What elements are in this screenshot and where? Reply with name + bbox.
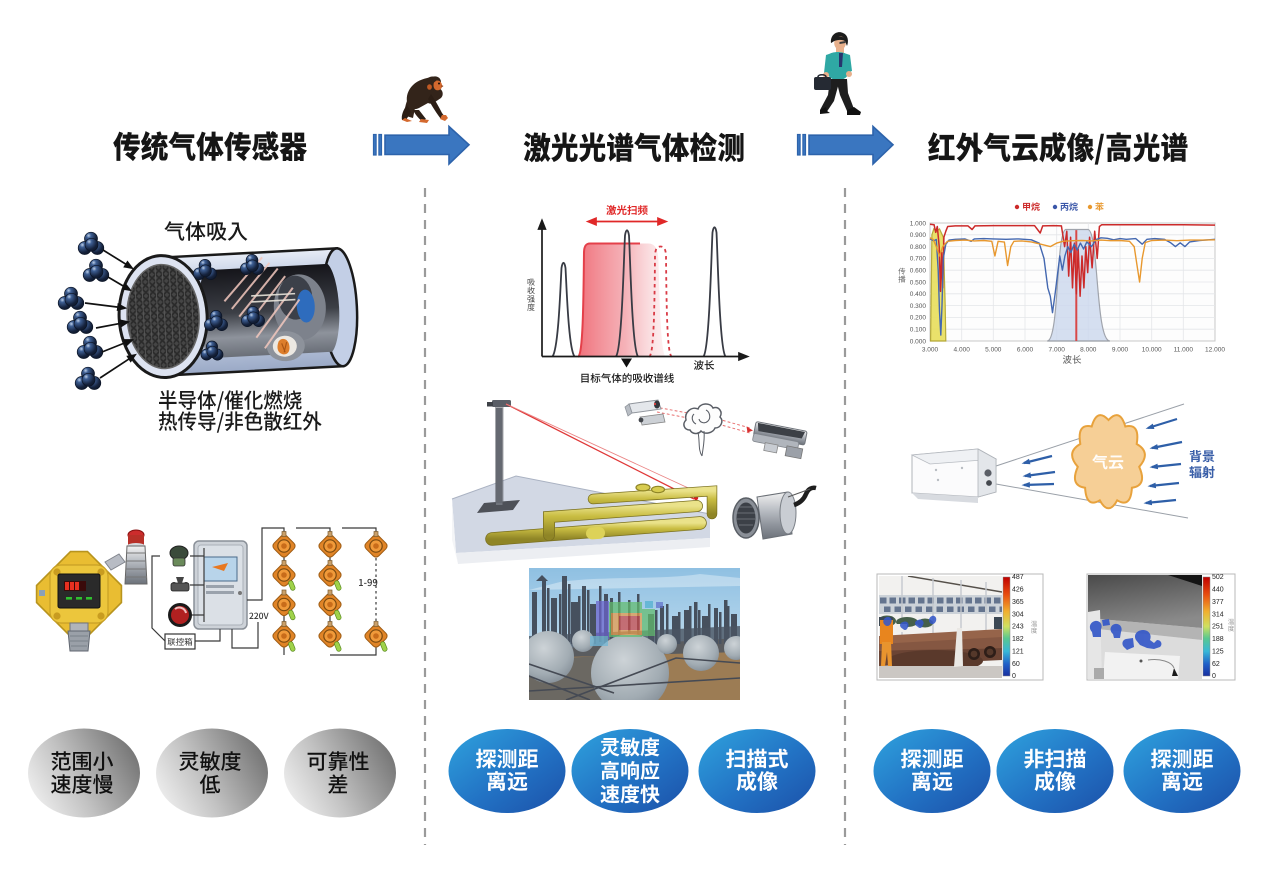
svg-text:8.000: 8.000 bbox=[1080, 347, 1097, 354]
svg-text:377: 377 bbox=[1212, 599, 1224, 606]
svg-text:243: 243 bbox=[1012, 624, 1024, 631]
svg-text:0.000: 0.000 bbox=[910, 338, 927, 345]
svg-text:1.000: 1.000 bbox=[910, 220, 927, 227]
svg-text:125: 125 bbox=[1212, 649, 1224, 656]
svg-text:4.000: 4.000 bbox=[954, 347, 971, 354]
svg-text:0.800: 0.800 bbox=[910, 244, 927, 251]
svg-text:5.000: 5.000 bbox=[985, 347, 1002, 354]
svg-text:0.900: 0.900 bbox=[910, 232, 927, 239]
svg-text:7.000: 7.000 bbox=[1049, 347, 1066, 354]
svg-text:12.000: 12.000 bbox=[1205, 347, 1225, 354]
svg-text:9.000: 9.000 bbox=[1112, 347, 1129, 354]
svg-text:426: 426 bbox=[1012, 587, 1024, 594]
svg-text:487: 487 bbox=[1012, 574, 1024, 581]
svg-text:365: 365 bbox=[1012, 599, 1024, 606]
svg-text:0.700: 0.700 bbox=[910, 256, 927, 263]
svg-text:6.000: 6.000 bbox=[1017, 347, 1034, 354]
svg-text:0.500: 0.500 bbox=[910, 279, 927, 286]
svg-text:62: 62 bbox=[1212, 661, 1220, 668]
svg-text:251: 251 bbox=[1212, 624, 1224, 631]
svg-text:188: 188 bbox=[1212, 636, 1224, 643]
svg-text:10.000: 10.000 bbox=[1142, 347, 1162, 354]
svg-text:60: 60 bbox=[1012, 661, 1020, 668]
svg-text:0: 0 bbox=[1012, 673, 1016, 680]
svg-text:304: 304 bbox=[1012, 611, 1024, 618]
svg-text:314: 314 bbox=[1212, 611, 1224, 618]
svg-text:0.400: 0.400 bbox=[910, 291, 927, 298]
svg-text:440: 440 bbox=[1212, 587, 1224, 594]
svg-text:3.000: 3.000 bbox=[922, 347, 939, 354]
svg-text:182: 182 bbox=[1012, 636, 1024, 643]
svg-text:0.200: 0.200 bbox=[910, 315, 927, 322]
svg-text:121: 121 bbox=[1012, 649, 1024, 656]
svg-text:0.300: 0.300 bbox=[910, 303, 927, 310]
svg-text:502: 502 bbox=[1212, 574, 1224, 581]
svg-text:0.100: 0.100 bbox=[910, 327, 927, 334]
svg-text:0: 0 bbox=[1212, 673, 1216, 680]
svg-text:0.600: 0.600 bbox=[910, 268, 927, 275]
svg-text:11.000: 11.000 bbox=[1174, 347, 1194, 354]
